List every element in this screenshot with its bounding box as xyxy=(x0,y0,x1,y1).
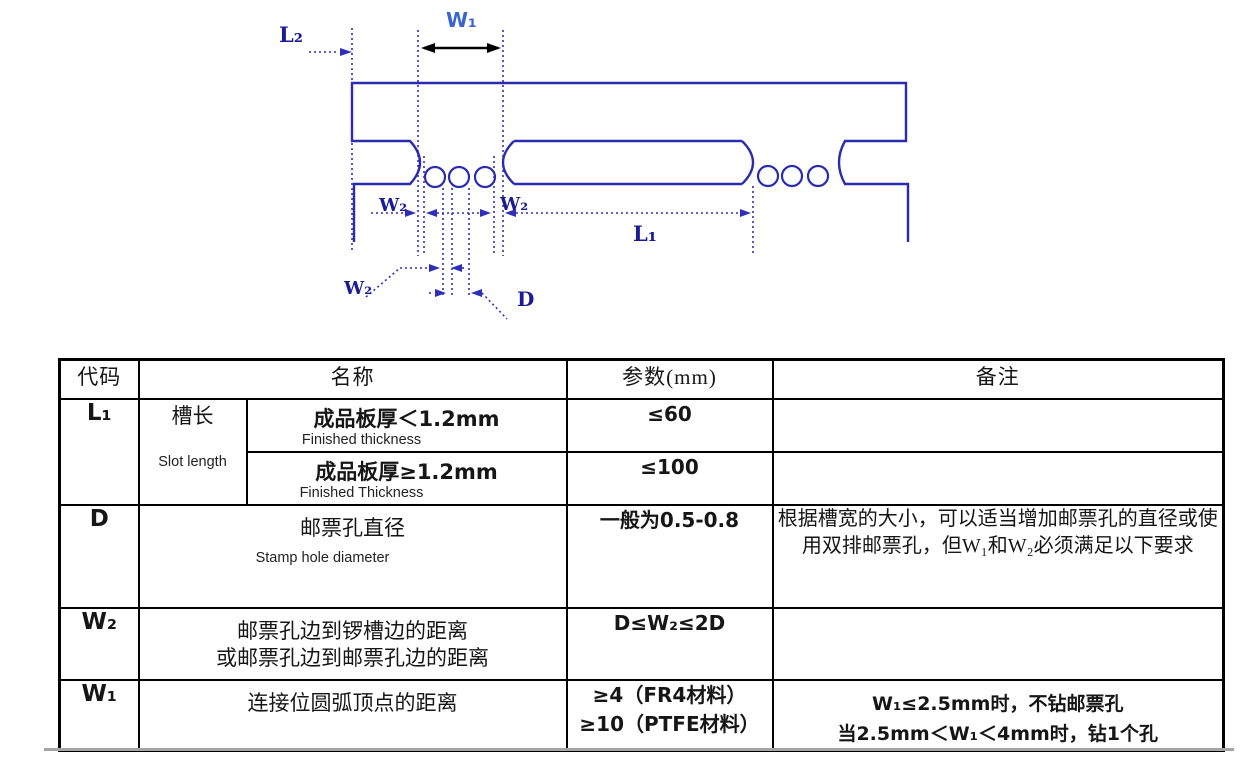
row-d: D 邮票孔直径 Stamp hole diameter 一般为0.5-0.8 根… xyxy=(58,504,1225,609)
name-cn: 成品板厚＜1.2mm xyxy=(313,407,500,431)
label-w2-right: W₂ xyxy=(499,194,528,215)
name-en: Finished thickness xyxy=(301,432,422,448)
cell-param-l1-sub2: ≤100 xyxy=(565,451,774,506)
middle-slot-right-arc xyxy=(741,140,755,185)
stamp-hole xyxy=(756,164,780,188)
row-l1-sub1: L₁ 槽长 Slot length 成品板厚＜1.2mm Finished th… xyxy=(58,398,1225,506)
board-outline xyxy=(350,81,910,242)
cell-name-d: 邮票孔直径 Stamp hole diameter xyxy=(137,504,568,609)
header-remark: 备注 xyxy=(771,358,1225,400)
row-l1-sub2: 成品板厚≥1.2mm Finished Thickness ≤100 xyxy=(60,451,1225,506)
cell-name-w2: 邮票孔边到锣槽边的距离 或邮票孔边到邮票孔边的距离 xyxy=(137,607,568,681)
middle-slot-left-arc xyxy=(501,140,515,185)
cell-name-l1-sub2: 成品板厚≥1.2mm Finished Thickness xyxy=(245,451,568,506)
name-cn: 成品板厚≥1.2mm xyxy=(315,460,498,484)
cell-param-l1-sub1: ≤60 xyxy=(565,398,774,453)
header-row: 代码 名称 参数(mm) 备注 xyxy=(58,358,1225,400)
cell-code-w2: W₂ xyxy=(58,607,140,681)
table-bottom-shadow xyxy=(44,748,1234,751)
stamp-hole xyxy=(447,165,471,189)
cell-remark-l1-sub1 xyxy=(771,398,1225,453)
cell-code-l1: L₁ xyxy=(58,398,140,506)
extension-lines xyxy=(309,28,754,320)
stamp-hole xyxy=(806,164,830,188)
cell-name-w1: 连接位圆弧顶点的距离 xyxy=(137,679,568,752)
cell-remark-w1: W₁≤2.5mm时，不钻邮票孔 当2.5mm＜W₁＜4mm时，钻1个孔 xyxy=(771,679,1225,752)
cell-group-slot-length: 槽长 Slot length xyxy=(137,398,248,506)
name-cn: 连接位圆弧顶点的距离 xyxy=(247,691,458,715)
header-code: 代码 xyxy=(58,358,140,400)
header-param: 参数(mm) xyxy=(565,358,774,400)
cell-param-w1: ≥4（FR4材料） ≥10（PTFE材料） xyxy=(565,679,774,752)
stamp-hole xyxy=(473,165,497,189)
row-w2: W₂ 邮票孔边到锣槽边的距离 或邮票孔边到邮票孔边的距离 D≤W₂≤2D xyxy=(58,607,1225,681)
name-en: Finished Thickness xyxy=(299,485,424,501)
group-name-en: Slot length xyxy=(158,454,227,470)
name-cn: 邮票孔边到锣槽边的距离 或邮票孔边到邮票孔边的距离 xyxy=(216,619,489,670)
cell-remark-d: 根据槽宽的大小，可以适当增加邮票孔的直径或使用双排邮票孔，但W₁和W₂必须满足以… xyxy=(771,504,1225,609)
stamp-hole xyxy=(423,165,447,189)
cell-code-w1: W₁ xyxy=(58,679,140,752)
label-w2-left: W₂ xyxy=(378,195,407,216)
label-w2-bottom: W₂ xyxy=(343,278,372,299)
label-l2: L₂ xyxy=(279,22,303,47)
stamp-hole xyxy=(780,164,804,188)
pcb-stamp-hole-diagram: L₂ W₁ W₂ W₂ L₁ W₂ D xyxy=(279,8,910,320)
group-name-cn: 槽长 xyxy=(171,404,214,428)
cell-remark-l1-sub2 xyxy=(771,451,1225,506)
label-d: D xyxy=(517,287,534,311)
spec-table: 代码 名称 参数(mm) 备注 L₁ 槽长 Slot length 成品板厚＜1… xyxy=(58,358,1225,752)
cell-name-l1-sub1: 成品板厚＜1.2mm Finished thickness xyxy=(245,398,568,453)
header-name: 名称 xyxy=(137,358,568,400)
cell-remark-w2 xyxy=(771,607,1225,681)
label-l1: L₁ xyxy=(633,221,657,246)
name-cn: 邮票孔直径 xyxy=(300,516,405,540)
row-w1: W₁ 连接位圆弧顶点的距离 ≥4（FR4材料） ≥10（PTFE材料） W₁≤2… xyxy=(58,679,1225,752)
name-en: Stamp hole diameter xyxy=(255,550,390,566)
cell-param-d: 一般为0.5-0.8 xyxy=(565,504,774,609)
cell-code-d: D xyxy=(58,504,140,609)
w1-dimension-arrow xyxy=(421,43,501,53)
dimension-arrowheads xyxy=(340,48,751,297)
cell-param-w2: D≤W₂≤2D xyxy=(565,607,774,681)
label-w1: W₁ xyxy=(446,8,477,32)
